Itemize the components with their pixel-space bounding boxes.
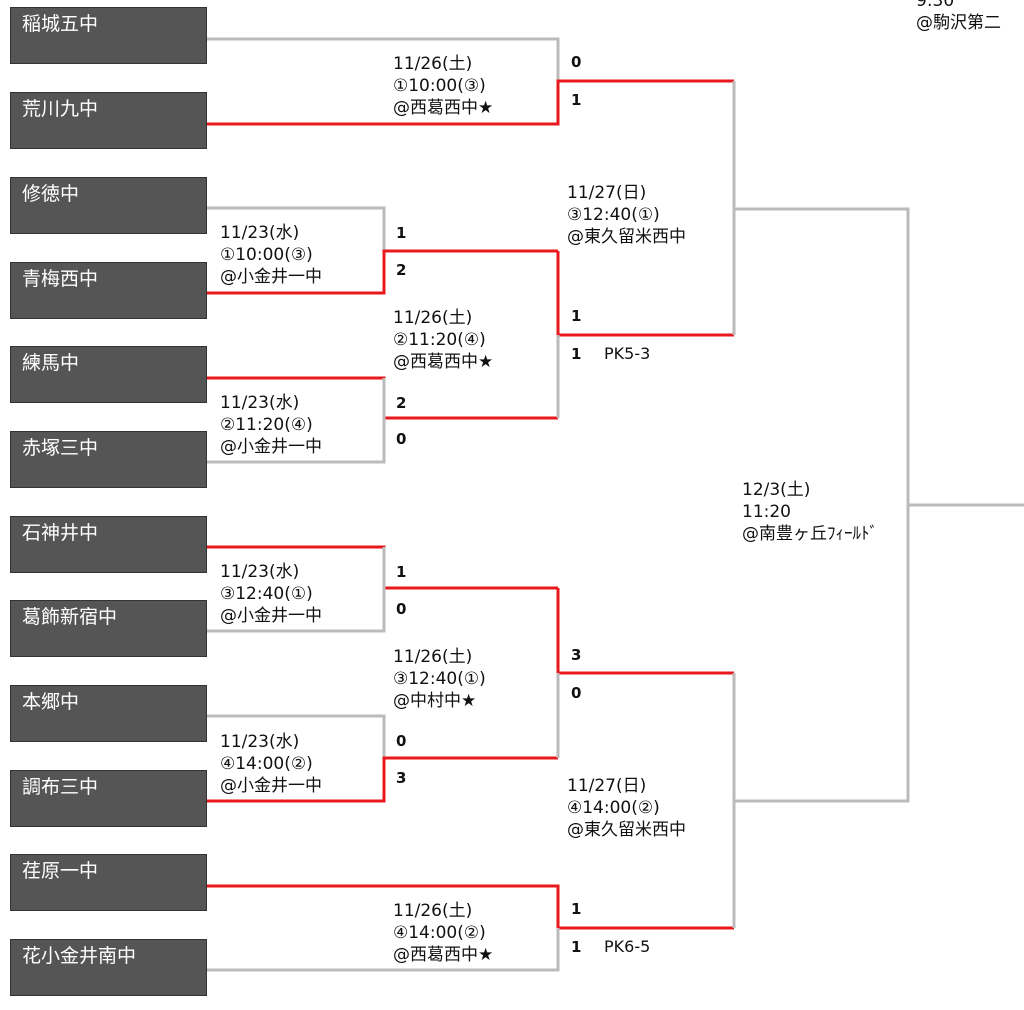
score: 1 bbox=[571, 938, 582, 956]
team-box: 荒川九中 bbox=[10, 92, 207, 149]
match-slot: ④14:00(②) bbox=[220, 754, 313, 774]
score: 2 bbox=[396, 394, 407, 412]
r1-match-info: 11/23(水) ②11:20(④) @小金井一中 bbox=[220, 392, 322, 458]
bracket-line bbox=[207, 547, 386, 633]
match-date: 11/26(土) bbox=[393, 901, 473, 921]
r2-match-info: 11/26(土) ①10:00(③) @西葛西中★ bbox=[393, 53, 493, 119]
score: 1 bbox=[396, 224, 407, 242]
r2-match-info: 11/26(土) ③12:40(①) @中村中★ bbox=[393, 646, 486, 712]
r2-match-info: 11/26(土) ④14:00(②) @西葛西中★ bbox=[393, 900, 493, 966]
match-date: 11/23(水) bbox=[220, 393, 300, 413]
match-slot: ①10:00(③) bbox=[393, 76, 486, 96]
score: 1 bbox=[571, 345, 582, 363]
match-slot: ③12:40(①) bbox=[393, 669, 486, 689]
score: 3 bbox=[571, 646, 582, 664]
score: 2 bbox=[396, 261, 407, 279]
team-box: 赤塚三中 bbox=[10, 431, 207, 488]
match-venue: @駒沢第二 bbox=[916, 13, 1001, 33]
match-date: 12/3(土) bbox=[742, 480, 811, 500]
match-slot: ④14:00(②) bbox=[393, 923, 486, 943]
match-venue: @中村中★ bbox=[393, 691, 477, 711]
match-venue: @東久留米西中 bbox=[567, 227, 686, 247]
r1-match-info: 11/23(水) ④14:00(②) @小金井一中 bbox=[220, 731, 322, 797]
match-venue: @西葛西中★ bbox=[393, 945, 494, 965]
match-date: 11/27(日) bbox=[567, 776, 647, 796]
pk-result: PK5-3 bbox=[604, 344, 651, 363]
score: 0 bbox=[396, 732, 407, 750]
match-date: 11/27(日) bbox=[567, 183, 647, 203]
r1-match-info: 11/23(水) ③12:40(①) @小金井一中 bbox=[220, 561, 322, 627]
team-box: 青梅西中 bbox=[10, 262, 207, 319]
match-venue: @東久留米西中 bbox=[567, 820, 686, 840]
bracket-line bbox=[207, 928, 560, 972]
r3-match-info: 11/27(日) ④14:00(②) @東久留米西中 bbox=[567, 775, 686, 841]
match-venue: @西葛西中★ bbox=[393, 98, 494, 118]
bracket-line-winner bbox=[207, 884, 734, 930]
match-venue: @小金井一中 bbox=[220, 776, 322, 796]
score: 0 bbox=[571, 684, 582, 702]
match-slot: ④14:00(②) bbox=[567, 798, 660, 818]
match-date: 11/26(土) bbox=[393, 647, 473, 667]
match-date: 11/23(水) bbox=[220, 732, 300, 752]
score: 1 bbox=[571, 307, 582, 325]
bracket-line-winner bbox=[556, 251, 734, 337]
team-box: 葛飾新宿中 bbox=[10, 600, 207, 657]
score: 1 bbox=[571, 91, 582, 109]
match-venue: @南豊ヶ丘ﾌｨｰﾙﾄﾞ bbox=[742, 524, 878, 544]
match-slot: ①10:00(③) bbox=[220, 245, 313, 265]
r2-match-info: 11/26(土) ②11:20(④) @西葛西中★ bbox=[393, 307, 493, 373]
team-box: 稲城五中 bbox=[10, 7, 207, 64]
score: 1 bbox=[396, 563, 407, 581]
bracket-line-winner bbox=[207, 249, 558, 295]
match-date: 11/26(土) bbox=[393, 54, 473, 74]
team-box: 修徳中 bbox=[10, 177, 207, 234]
bracket-line-winner bbox=[207, 756, 558, 803]
match-slot: ③12:40(①) bbox=[220, 584, 313, 604]
pk-result: PK6-5 bbox=[604, 937, 651, 956]
match-venue: @小金井一中 bbox=[220, 267, 322, 287]
final-match-info: 12/3(土) 11:20 @南豊ヶ丘ﾌｨｰﾙﾄﾞ bbox=[742, 479, 878, 545]
bracket-line-winner bbox=[556, 588, 734, 675]
score: 0 bbox=[571, 53, 582, 71]
corner-match-info: 9:30 @駒沢第二 bbox=[916, 0, 1001, 34]
match-date: 11/23(水) bbox=[220, 562, 300, 582]
score: 0 bbox=[396, 430, 407, 448]
team-box: 石神井中 bbox=[10, 516, 207, 573]
team-box: 花小金井南中 bbox=[10, 939, 207, 996]
match-venue: @西葛西中★ bbox=[393, 352, 494, 372]
match-venue: @小金井一中 bbox=[220, 437, 322, 457]
bracket-line bbox=[207, 37, 560, 124]
match-date: 11/26(土) bbox=[393, 308, 473, 328]
score: 0 bbox=[396, 600, 407, 618]
r3-match-info: 11/27(日) ③12:40(①) @東久留米西中 bbox=[567, 182, 686, 248]
match-slot: ②11:20(④) bbox=[393, 330, 486, 350]
match-time: 11:20 bbox=[742, 502, 791, 522]
bracket-line bbox=[207, 378, 386, 464]
r1-match-info: 11/23(水) ①10:00(③) @小金井一中 bbox=[220, 222, 322, 288]
match-slot: ②11:20(④) bbox=[220, 415, 313, 435]
team-box: 練馬中 bbox=[10, 346, 207, 403]
bracket-line-winner bbox=[207, 79, 734, 126]
team-box: 荏原一中 bbox=[10, 854, 207, 911]
match-date: 11/23(水) bbox=[220, 223, 300, 243]
match-slot: ③12:40(①) bbox=[567, 205, 660, 225]
score: 1 bbox=[571, 900, 582, 918]
team-box: 本郷中 bbox=[10, 685, 207, 742]
match-time: 9:30 bbox=[916, 0, 955, 11]
score: 3 bbox=[396, 769, 407, 787]
match-venue: @小金井一中 bbox=[220, 606, 322, 626]
team-box: 調布三中 bbox=[10, 770, 207, 827]
